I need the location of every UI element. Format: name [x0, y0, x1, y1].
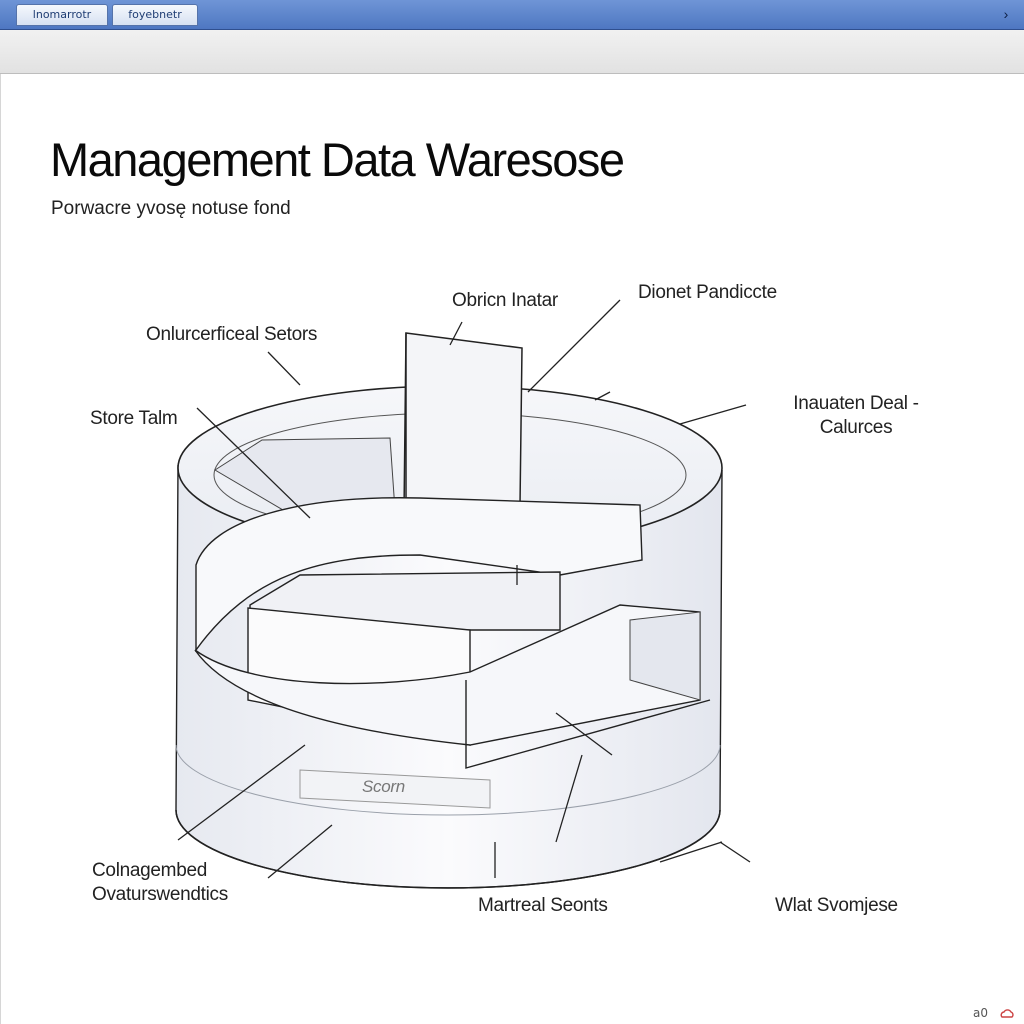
cylinder-lower-ring	[175, 744, 721, 816]
chevron-right-icon[interactable]: ›	[1003, 6, 1009, 22]
label-right-upper: Inauaten Deal - Calurces	[776, 392, 936, 440]
label-top-center: Obricn Inatar	[452, 290, 558, 311]
label-top-right: Dionet Pandiccte	[638, 282, 777, 303]
spiral-band-upper	[195, 497, 643, 653]
floor-panel	[299, 769, 491, 809]
label-bottom-center: Martreal Seonts	[478, 895, 608, 916]
tab-2[interactable]: foyebnetr	[112, 4, 198, 26]
cylinder-bottom-rim	[175, 809, 721, 889]
tab-1[interactable]: lnomarrotr	[16, 4, 108, 26]
label-store-talm: Store Talm	[90, 408, 178, 429]
status-text: a0	[973, 1006, 988, 1020]
page-title: Management Data Waresose	[50, 133, 625, 186]
label-bottom-left: Colnagembed Ovaturswendtics	[92, 859, 228, 907]
toolbar	[0, 30, 1024, 74]
label-right-upper-text: Inauaten Deal - Calurces	[793, 393, 919, 438]
page-subtitle: Porwacre yvosę notuse fond	[51, 198, 291, 219]
spiral-band-lower-edge	[465, 680, 711, 769]
tab-bar: lnomarrotr foyebnetr ›	[0, 0, 1024, 30]
label-inner-score: Scorn	[362, 777, 405, 796]
label-upper-left: Onlurcerficeal Setors	[146, 324, 318, 345]
label-bottom-left-text: Colnagembed Ovaturswendtics	[92, 860, 228, 905]
leader-lines	[177, 299, 751, 879]
vertical-panel	[403, 332, 523, 513]
right-shade	[629, 611, 701, 701]
label-bottom-right: Wlat Svomjese	[775, 895, 898, 916]
cloud-icon	[1000, 1009, 1014, 1018]
